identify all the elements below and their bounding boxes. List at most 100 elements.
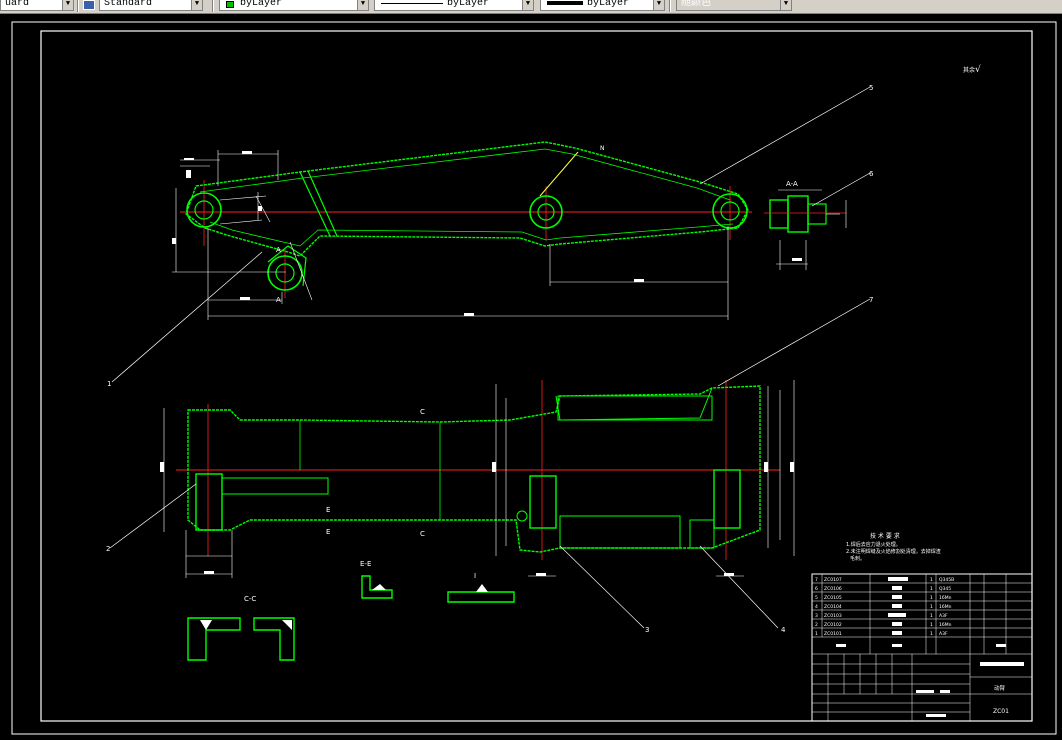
section-marker-e: E <box>326 528 330 536</box>
svg-text:ZC0104: ZC0104 <box>824 604 842 610</box>
section-marker-a: A <box>276 296 281 304</box>
svg-text:16Mn: 16Mn <box>939 622 952 628</box>
tech-requirements-title: 技 术 要 求 <box>870 532 900 540</box>
balloon-4: 4 <box>781 626 786 634</box>
hub-left <box>195 473 223 531</box>
bom-name-placeholders <box>836 577 1024 717</box>
dimension-style-combo[interactable]: Standard ▼ <box>99 0 203 11</box>
svg-text:1: 1 <box>930 577 933 583</box>
balloon-6: 6 <box>869 170 874 178</box>
svg-text:ZC0103: ZC0103 <box>824 613 842 619</box>
lineweight-combo[interactable]: byLayer ▼ <box>540 0 665 11</box>
linetype-preview <box>381 3 443 4</box>
tech-requirement-line: 毛刺。 <box>850 555 865 562</box>
svg-text:1: 1 <box>930 631 933 637</box>
toolbar-separator <box>669 0 671 12</box>
cylinder-seat <box>221 477 329 495</box>
chevron-down-icon[interactable]: ▼ <box>653 0 664 10</box>
text-style-value: uard <box>5 0 30 9</box>
roughness-symbol-icon: √ <box>975 64 981 75</box>
bulkhead-plate <box>307 170 338 237</box>
section-aa-title: A-A <box>786 180 798 188</box>
balloon-7: 7 <box>869 296 873 304</box>
color-swatch-icon <box>226 1 234 8</box>
boom-lower-view: C C E E <box>160 380 795 578</box>
lineweight-preview <box>547 1 583 5</box>
svg-text:A3F: A3F <box>939 631 948 637</box>
svg-text:2: 2 <box>815 622 818 628</box>
weld-line <box>539 151 579 197</box>
pivot-bore-left <box>194 200 214 220</box>
svg-text:16Mn: 16Mn <box>939 595 952 601</box>
chevron-down-icon[interactable]: ▼ <box>522 0 533 10</box>
toolbar-separator <box>77 0 79 12</box>
section-marker-c: C <box>420 530 425 538</box>
balloon-2: 2 <box>106 545 110 553</box>
section-view-cc: C-C <box>187 595 295 661</box>
title-part-name: 动臂 <box>994 684 1006 692</box>
svg-text:1: 1 <box>930 613 933 619</box>
boom-dimension-values <box>172 151 644 316</box>
linetype-combo[interactable]: byLayer ▼ <box>374 0 534 11</box>
properties-toolbar: uard ▼ Standard ▼ byLayer ▼ byLayer ▼ by… <box>0 0 1062 14</box>
svg-text:ZC0101: ZC0101 <box>824 631 842 637</box>
svg-text:ZC0105: ZC0105 <box>824 595 842 601</box>
bulkhead-plate <box>299 171 331 237</box>
dimension-style-icon[interactable] <box>83 0 95 10</box>
svg-text:7: 7 <box>815 577 818 583</box>
svg-text:1: 1 <box>930 622 933 628</box>
balloon-3: 3 <box>645 626 649 634</box>
roughness-note: 其余 <box>963 66 975 74</box>
section-i-title: I <box>474 572 476 580</box>
chevron-down-icon[interactable]: ▼ <box>191 0 202 10</box>
pivot-boss-right <box>712 193 748 229</box>
section-marker-c: C <box>420 408 425 416</box>
sheet-border-inner <box>40 30 1033 722</box>
sheet-border-outer <box>11 21 1057 735</box>
leader-lines <box>109 86 871 629</box>
chevron-down-icon[interactable]: ▼ <box>780 0 791 10</box>
svg-text:1: 1 <box>930 595 933 601</box>
layer-color-value: byLayer <box>240 0 283 9</box>
pivot-bore-right <box>720 201 740 221</box>
svg-text:1: 1 <box>930 604 933 610</box>
section-view-i: I <box>447 572 515 603</box>
lug-lines <box>219 195 271 225</box>
svg-text:ZC0102: ZC0102 <box>824 622 842 628</box>
svg-text:16Mn: 16Mn <box>939 604 952 610</box>
section-ee-title: E-E <box>360 560 371 568</box>
section-marker-a: A <box>276 246 281 254</box>
svg-text:6: 6 <box>815 586 818 592</box>
tech-requirement-line: 2.未注明焊缝及火焰修割处清理，去掉焊渣 <box>846 548 941 555</box>
linetype-value: byLayer <box>447 0 490 9</box>
plot-style-combo[interactable]: 随颜色 ▼ <box>676 0 792 11</box>
plot-style-value: 随颜色 <box>681 0 711 9</box>
svg-text:Q345B: Q345B <box>939 577 954 583</box>
svg-text:A3F: A3F <box>939 613 948 619</box>
layer-color-combo[interactable]: byLayer ▼ <box>219 0 369 11</box>
text-style-combo[interactable]: uard ▼ <box>0 0 74 11</box>
hub-middle <box>529 475 557 529</box>
boom-dimensions <box>172 150 729 320</box>
section-cc-title: C-C <box>244 595 256 603</box>
svg-text:ZC0106: ZC0106 <box>824 586 842 592</box>
section-marker-e: E <box>326 506 330 514</box>
boom-main-view: A A N <box>172 141 752 320</box>
tech-requirement-line: 1.焊后去应力退火处理。 <box>846 541 901 548</box>
balloon-1: 1 <box>107 380 111 388</box>
chevron-down-icon[interactable]: ▼ <box>357 0 368 10</box>
lower-outer-outline <box>187 385 761 553</box>
cylinder-lug-plate <box>267 245 307 287</box>
svg-text:1: 1 <box>815 631 818 637</box>
boom-inner-outline <box>199 148 734 247</box>
section-view-ee: E-E <box>360 560 393 599</box>
cylinder-lug-bore <box>275 263 295 283</box>
lower-flange <box>555 387 713 421</box>
boom-outer-outline <box>185 141 749 257</box>
chevron-down-icon[interactable]: ▼ <box>62 0 73 10</box>
svg-text:5: 5 <box>815 595 818 601</box>
cad-drawing-area[interactable]: 其余 √ <box>0 14 1062 740</box>
toolbar-separator <box>212 0 214 12</box>
